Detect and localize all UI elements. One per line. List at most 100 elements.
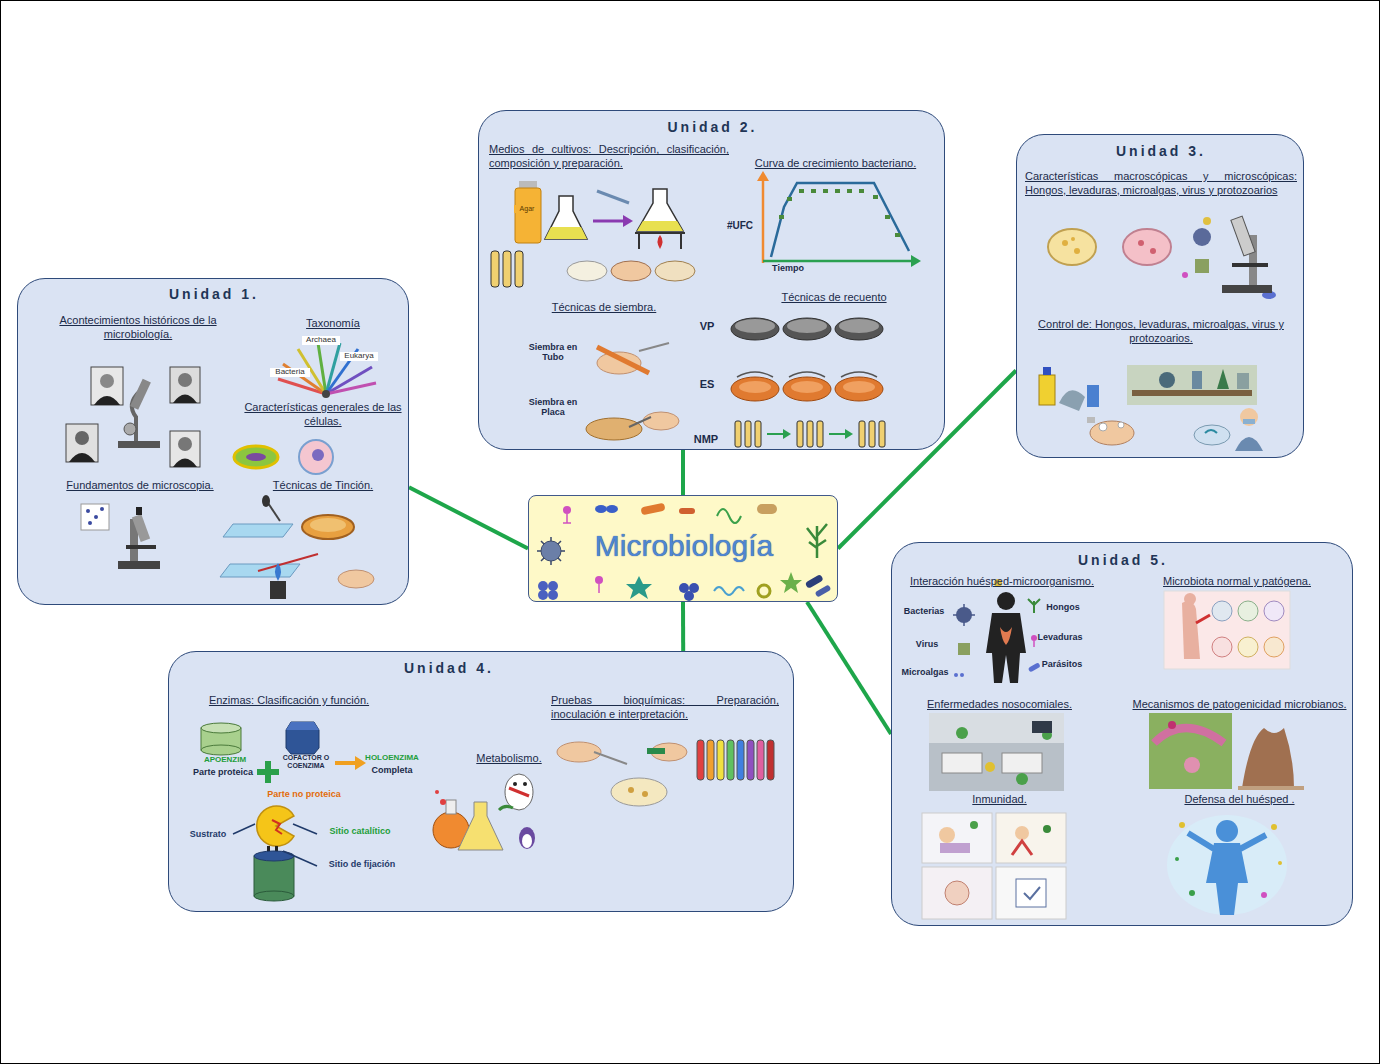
illustration-part: [779, 189, 900, 237]
illustration-part: [731, 377, 779, 401]
illustration-part: [1193, 228, 1211, 246]
illustration-part: [835, 377, 883, 401]
topic-text: Metabolismo.: [454, 752, 564, 766]
illustration-part: [1062, 240, 1068, 246]
illustration-part: [1240, 408, 1258, 426]
illustration-part: [257, 769, 279, 775]
illustration-part: [647, 748, 665, 754]
illustration-part: [1212, 601, 1232, 621]
illustration-part: [310, 518, 346, 532]
figure-label: Eukarya: [340, 352, 378, 361]
eukaryote-cell: [299, 440, 333, 474]
micrograph: [81, 504, 109, 530]
topic-text: Pruebas bioquímicas: Preparación, inocul…: [551, 694, 779, 722]
illustration-part: [1167, 815, 1287, 915]
microbes: [953, 579, 1041, 677]
figure-label: Hongos: [1042, 603, 1084, 613]
illustration-part: [594, 752, 627, 764]
lab-scene: [1127, 365, 1257, 405]
illustration-part: [735, 319, 775, 333]
illustration-part: [835, 318, 883, 340]
figure-label: ES: [693, 378, 721, 390]
illustration-part: [639, 343, 669, 351]
illustration-part: [170, 367, 200, 403]
illustration-part: [922, 813, 992, 863]
illustration-part: [94, 396, 120, 405]
illustration-part: [100, 374, 114, 388]
illustration-part: [522, 834, 532, 848]
figure-label: Bacteria: [270, 368, 310, 377]
illustration-part: [513, 782, 517, 786]
portrait: [91, 367, 123, 405]
branch-line: [409, 487, 528, 548]
illustration-part: [1090, 421, 1134, 445]
unit-heading: Unidad 1.: [18, 286, 410, 303]
unit-heading: Unidad 4.: [169, 660, 729, 677]
illustration-part: [1238, 601, 1258, 621]
illustration-part: [807, 524, 827, 558]
illustration-part: [1164, 591, 1290, 669]
portrait: [170, 367, 200, 403]
illustration-part: [538, 590, 548, 600]
illustration-part: [1264, 601, 1284, 621]
microbes: [1182, 217, 1276, 299]
illustration-part: [597, 191, 629, 203]
illustration-part: [233, 824, 255, 834]
masked-worker: [1194, 408, 1263, 451]
illustration-part: [1150, 248, 1156, 254]
illustration-part: [735, 421, 741, 447]
illustration-part: [758, 585, 770, 597]
illustration-part: [1000, 627, 1012, 645]
illustration-part: [499, 806, 513, 810]
central-title: Microbiología: [529, 528, 839, 564]
microscope: [1222, 216, 1272, 293]
illustration-part: [942, 753, 982, 773]
illustration-part: [322, 390, 330, 398]
flask: [545, 196, 587, 239]
illustration-part: [1179, 822, 1185, 828]
illustration-part: [717, 740, 724, 780]
illustration-part: [326, 383, 376, 394]
illustration-part: [100, 507, 104, 511]
illustration-part: [293, 824, 317, 834]
cluster: [538, 581, 558, 600]
illustration-part: [727, 740, 734, 780]
illustration-part: [638, 233, 640, 249]
illustration-part: [1182, 601, 1200, 659]
illustration-part: [1175, 857, 1179, 861]
illustration-part: [996, 813, 1066, 863]
unit-box: Unidad 5.Interacción huésped-microorgani…: [891, 542, 1353, 926]
illustration-part: [586, 418, 642, 440]
figure-label: Siembra en Tubo: [523, 343, 583, 363]
illustration-part: [1016, 773, 1028, 785]
branch-fungus: [807, 524, 827, 558]
human-silhouette: [986, 592, 1026, 683]
illustration-part: [1237, 373, 1249, 389]
portrait: [66, 424, 98, 462]
illustration-part: [91, 367, 123, 405]
illustration-part: [355, 756, 366, 770]
illustration-part: [1168, 721, 1176, 729]
illustration-part: [1184, 757, 1200, 773]
figure-label: COFACTOR O COENZIMA: [282, 754, 330, 769]
illustration-part: [1031, 635, 1037, 641]
illustration-part: [922, 867, 992, 919]
illustration-part: [873, 195, 878, 199]
illustration-part: [745, 421, 751, 447]
illustration-part: [1132, 390, 1252, 396]
unit-box: Unidad 1.Acontecimientos históricos de l…: [17, 278, 409, 605]
illustration-part: [879, 421, 885, 447]
cleaning-products: [1039, 367, 1099, 411]
illustration-part: [635, 232, 685, 234]
figure-label: NMP: [688, 433, 724, 445]
illustration-part: [66, 424, 98, 462]
unit4-illustration: [169, 652, 795, 913]
illustration-part: [270, 581, 286, 599]
illustration-part: [124, 423, 136, 435]
illustration-part: [1028, 599, 1040, 613]
illustration-part: [787, 319, 827, 333]
illustration-part: [1016, 879, 1046, 907]
illustration-part: [515, 251, 523, 287]
illustration-part: [1138, 240, 1144, 246]
topic-text: Inmunidad.: [902, 793, 1097, 807]
